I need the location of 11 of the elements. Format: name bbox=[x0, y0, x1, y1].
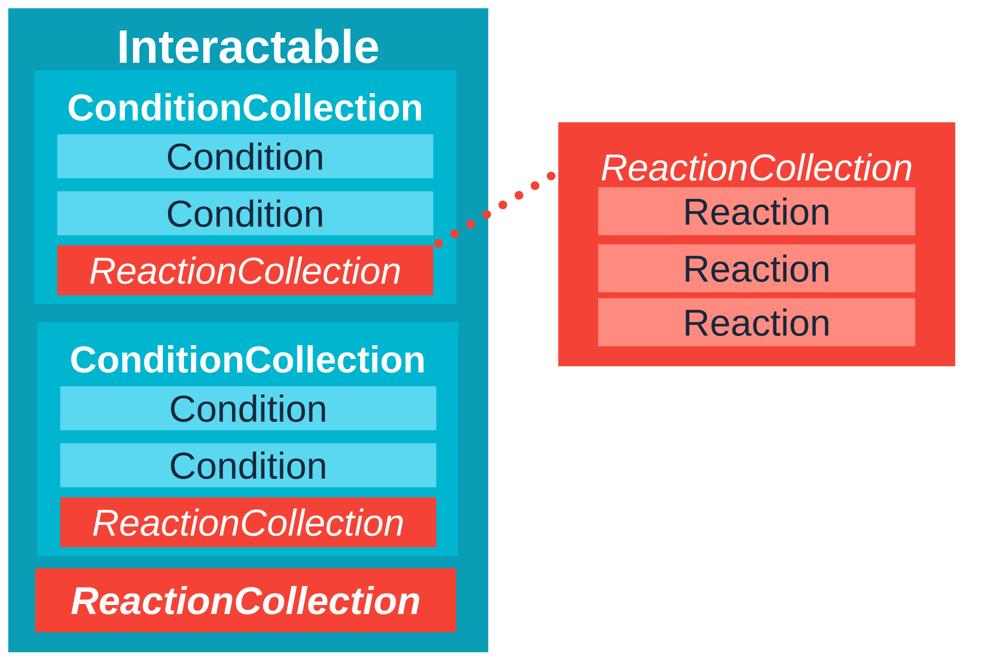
item-box: Condition bbox=[60, 386, 436, 430]
item-box: Reaction bbox=[598, 298, 916, 346]
item-box: Condition bbox=[57, 134, 434, 178]
item-box: Reaction bbox=[598, 244, 916, 292]
collection-box: ReactionCollection bbox=[35, 568, 456, 632]
collection-box: ReactionCollection bbox=[57, 245, 434, 296]
item-box: Reaction bbox=[598, 187, 916, 236]
item-box: Condition bbox=[60, 443, 436, 488]
collection-box: ReactionCollection bbox=[60, 497, 436, 548]
item-box: Condition bbox=[57, 191, 434, 236]
dotted-connector bbox=[434, 172, 556, 248]
